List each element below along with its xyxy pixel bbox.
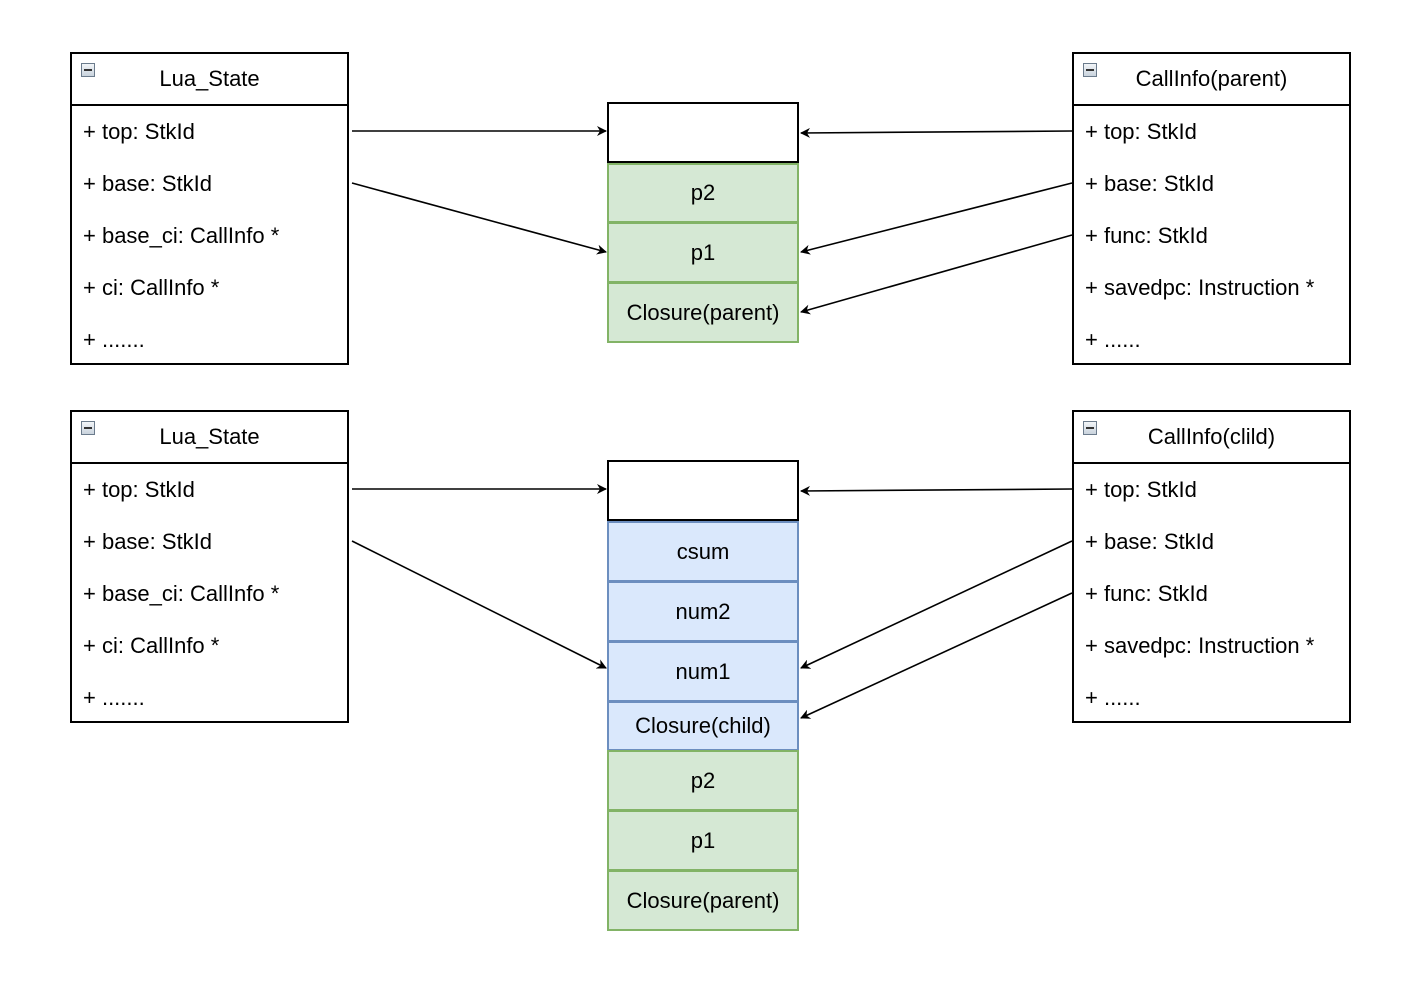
class-header: Lua_State bbox=[72, 412, 347, 464]
arrow-ci-func-to-closure-child bbox=[800, 592, 1073, 719]
field-more: + ...... bbox=[1085, 685, 1141, 710]
field-savedpc: + savedpc: Instruction * bbox=[1085, 633, 1315, 658]
field-more: + ....... bbox=[83, 685, 145, 710]
field-base: + base: StkId bbox=[83, 529, 213, 554]
field-top: + top: StkId bbox=[1085, 119, 1197, 144]
class-header: CallInfo(parent) bbox=[1074, 54, 1349, 106]
arrow-base-to-p1 bbox=[351, 182, 607, 255]
field-func: + func: StkId bbox=[1085, 223, 1208, 248]
collapse-icon[interactable] bbox=[81, 421, 95, 435]
stack-slot-num2[interactable]: num2 bbox=[607, 581, 799, 642]
field-top: + top: StkId bbox=[1085, 477, 1197, 502]
field-more: + ...... bbox=[1085, 327, 1141, 352]
arrow-ci-func-to-closure bbox=[800, 234, 1073, 315]
field-top: + top: StkId bbox=[83, 477, 195, 502]
collapse-icon[interactable] bbox=[81, 63, 95, 77]
stack-slot-p1[interactable]: p1 bbox=[607, 810, 799, 871]
lua-state-class-bottom[interactable]: Lua_State + top: StkId + base: StkId + b… bbox=[70, 410, 349, 723]
stack-slot-p1[interactable]: p1 bbox=[607, 222, 799, 283]
arrow-ci-top-to-stack-top bbox=[800, 127, 1073, 138]
stack-slot-closure-parent[interactable]: Closure(parent) bbox=[607, 870, 799, 931]
field-ci: + ci: CallInfo * bbox=[83, 633, 220, 658]
field-top: + top: StkId bbox=[83, 119, 195, 144]
arrow-ci-base-to-p1 bbox=[800, 182, 1073, 255]
callinfo-parent-class[interactable]: CallInfo(parent) + top: StkId + base: St… bbox=[1072, 52, 1351, 365]
field-base-ci: + base_ci: CallInfo * bbox=[83, 581, 280, 606]
stack-slot-p2[interactable]: p2 bbox=[607, 750, 799, 811]
field-base-ci: + base_ci: CallInfo * bbox=[83, 223, 280, 248]
class-title: Lua_State bbox=[159, 424, 260, 449]
field-func: + func: StkId bbox=[1085, 581, 1208, 606]
stack-slot-empty[interactable] bbox=[607, 102, 799, 163]
class-title: CallInfo(clild) bbox=[1147, 424, 1276, 449]
stack-slot-closure-child[interactable]: Closure(child) bbox=[607, 701, 799, 751]
class-title: CallInfo(parent) bbox=[1135, 66, 1288, 91]
lua-state-class-top[interactable]: Lua_State + top: StkId + base: StkId + b… bbox=[70, 52, 349, 365]
field-savedpc: + savedpc: Instruction * bbox=[1085, 275, 1315, 300]
class-header: Lua_State bbox=[72, 54, 347, 106]
arrow-base-to-num1 bbox=[351, 540, 607, 669]
field-base: + base: StkId bbox=[1085, 529, 1215, 554]
class-title: Lua_State bbox=[159, 66, 260, 91]
class-header: CallInfo(clild) bbox=[1074, 412, 1349, 464]
field-base: + base: StkId bbox=[1085, 171, 1215, 196]
field-more: + ....... bbox=[83, 327, 145, 352]
stack-slot-empty[interactable] bbox=[607, 460, 799, 521]
stack-slot-closure-parent[interactable]: Closure(parent) bbox=[607, 282, 799, 343]
field-base: + base: StkId bbox=[83, 171, 213, 196]
arrow-ci-base-to-num1 bbox=[800, 540, 1073, 669]
field-ci: + ci: CallInfo * bbox=[83, 275, 220, 300]
collapse-icon[interactable] bbox=[1083, 63, 1097, 77]
callinfo-child-class[interactable]: CallInfo(clild) + top: StkId + base: Stk… bbox=[1072, 410, 1351, 723]
arrow-ci-top-to-stack-top bbox=[800, 485, 1073, 496]
collapse-icon[interactable] bbox=[1083, 421, 1097, 435]
